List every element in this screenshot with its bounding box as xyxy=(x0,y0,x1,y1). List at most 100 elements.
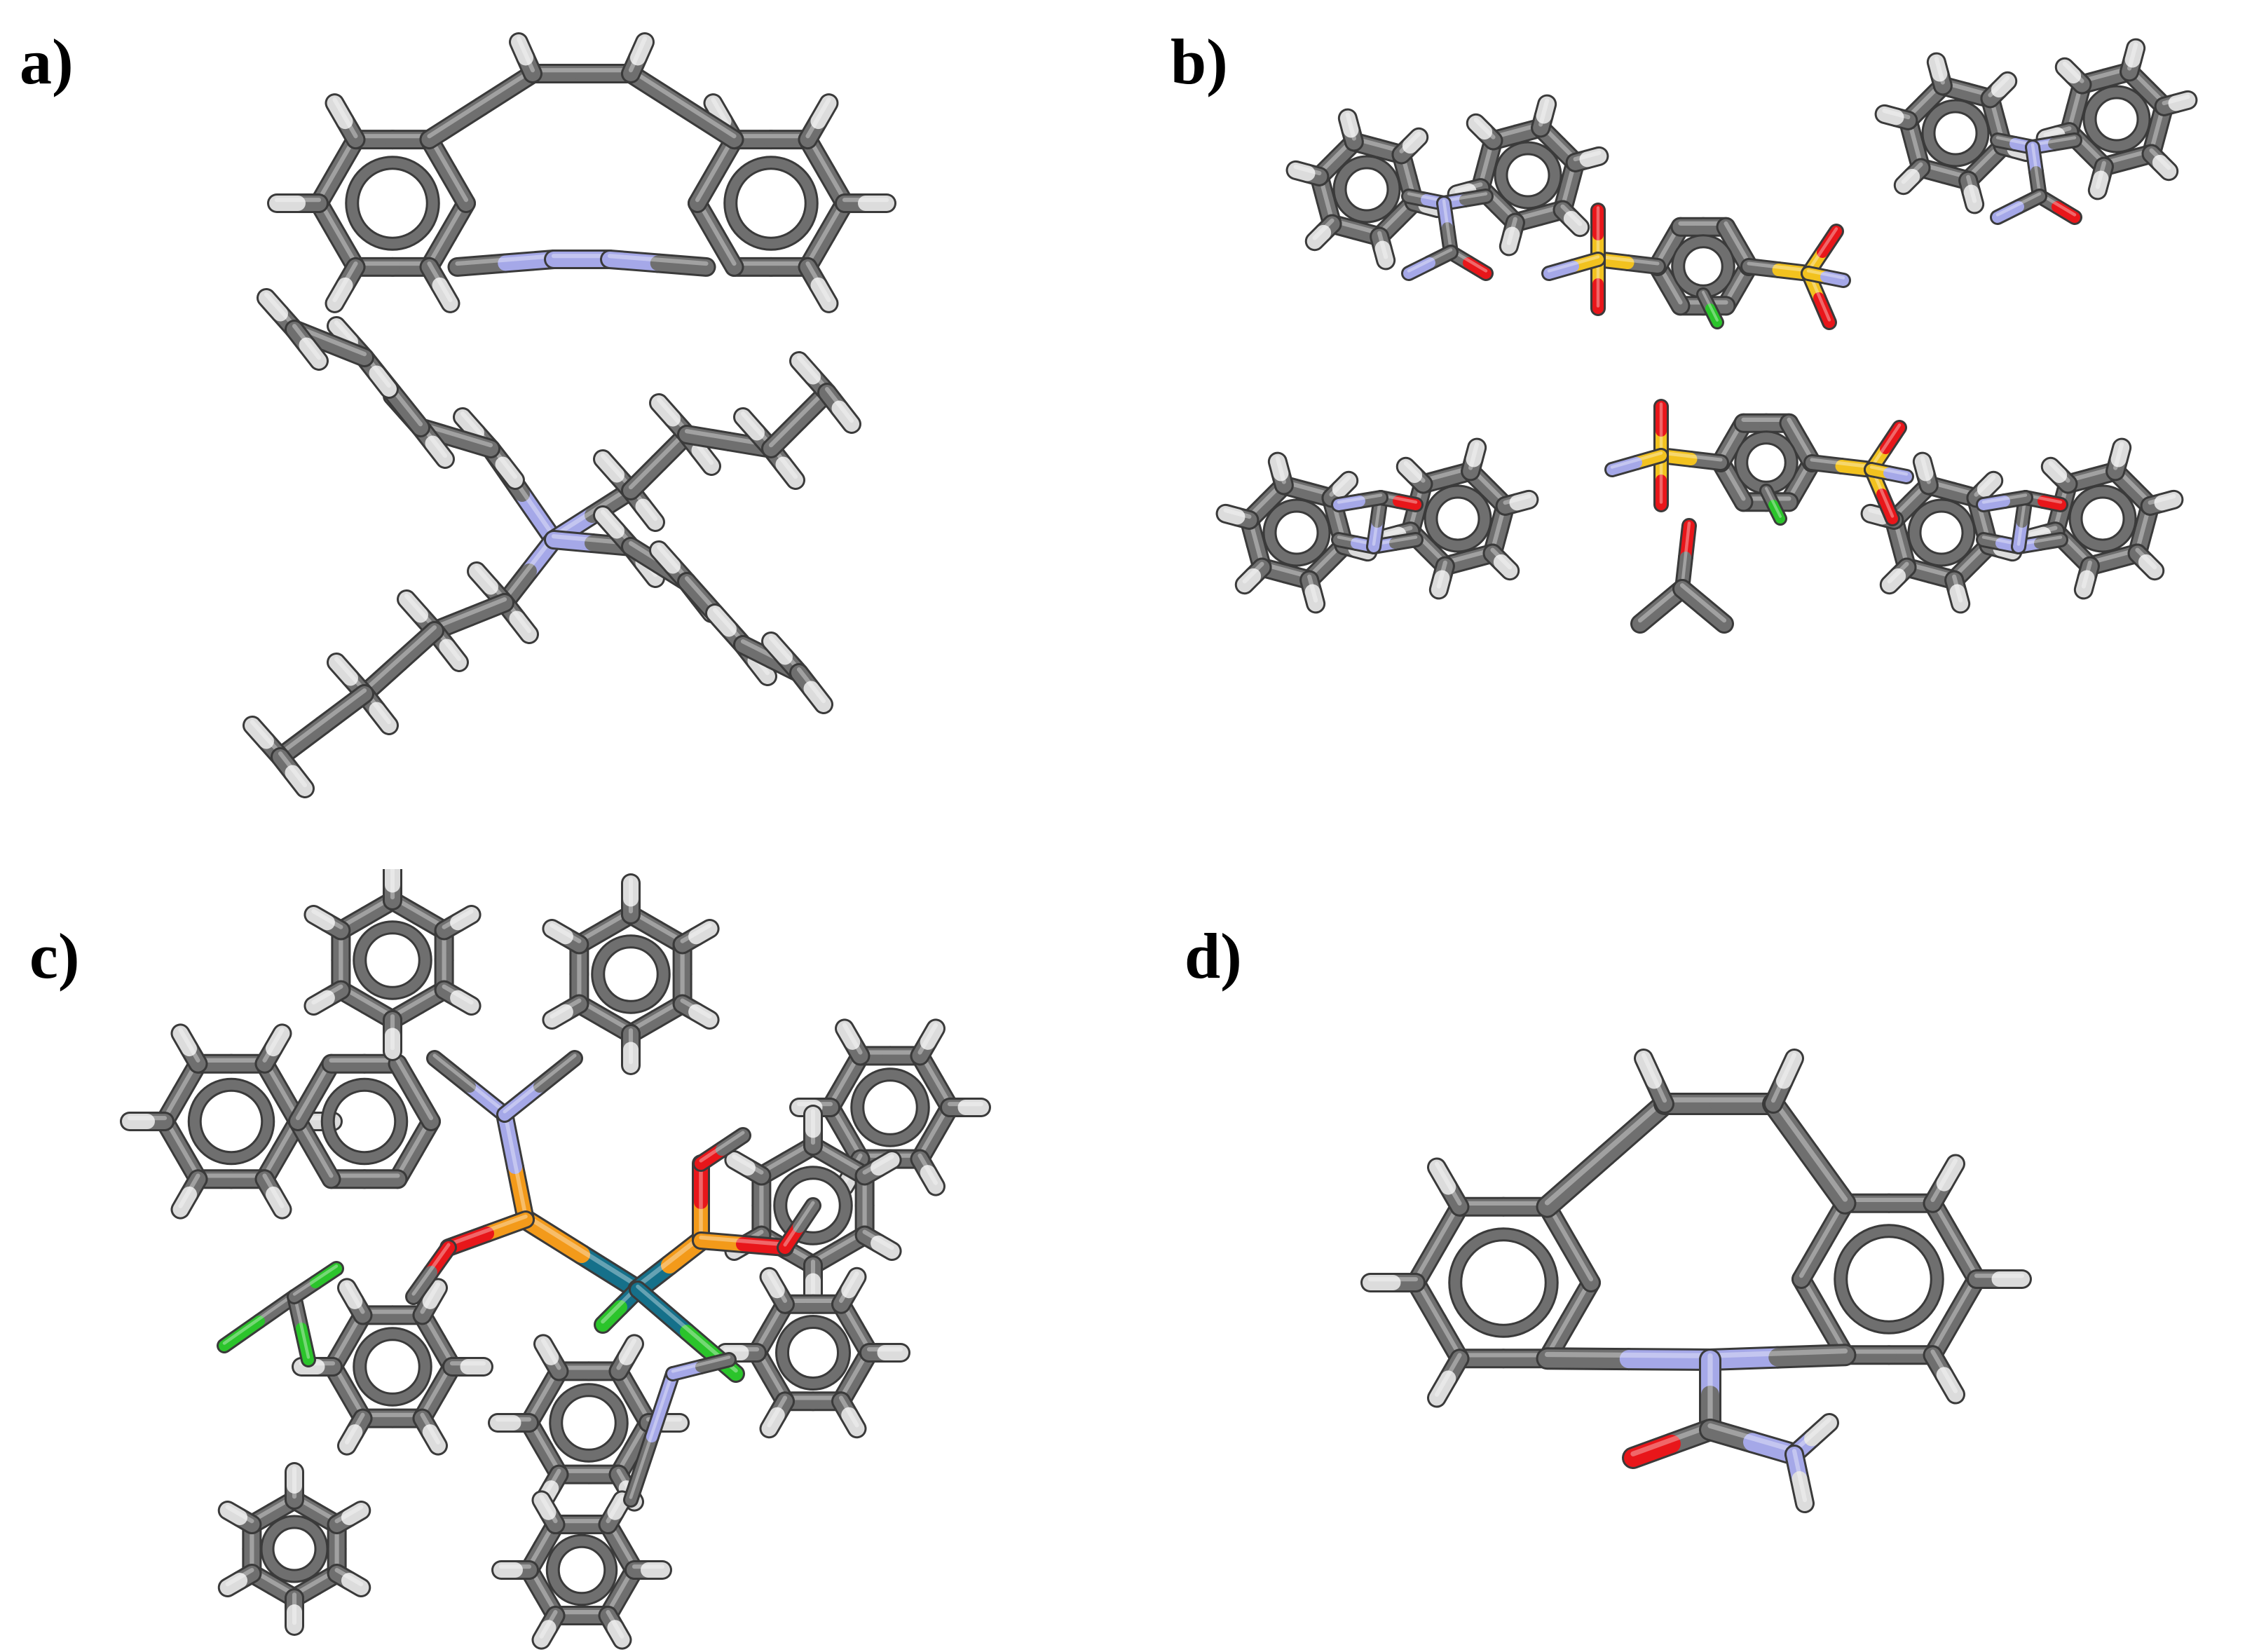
bond xyxy=(1215,503,1260,530)
bond xyxy=(1803,454,1880,478)
bond xyxy=(1299,570,1326,614)
bond xyxy=(798,257,839,313)
bond xyxy=(627,1230,711,1300)
bond xyxy=(1864,462,1914,484)
panel-b-label: b) xyxy=(1170,26,1228,97)
bond xyxy=(488,1413,539,1433)
bond xyxy=(496,1105,535,1229)
bond xyxy=(910,1149,946,1196)
bond xyxy=(1499,212,1525,257)
aromatic-ring-inner xyxy=(593,936,669,1012)
bond xyxy=(542,994,589,1030)
bond xyxy=(1536,1093,1676,1218)
aromatic-ring-inner xyxy=(775,1168,851,1243)
bond xyxy=(940,1098,991,1117)
aromatic-ring-inner xyxy=(1450,1229,1557,1336)
aromatic-ring-inner xyxy=(1496,143,1560,207)
bond xyxy=(321,1053,408,1074)
bond xyxy=(1552,200,1590,238)
bond xyxy=(1541,252,1606,281)
bond xyxy=(491,1560,539,1580)
bond xyxy=(835,193,896,213)
bond xyxy=(271,684,374,767)
bond xyxy=(1699,1344,1857,1371)
aromatic-ring-inner xyxy=(347,158,438,249)
bond xyxy=(621,32,655,83)
bond xyxy=(759,1391,795,1439)
bond xyxy=(1267,451,1294,496)
aromatic-ring-inner xyxy=(2070,486,2135,551)
bond xyxy=(1428,556,1455,600)
bond xyxy=(1653,447,1729,471)
bond xyxy=(859,1343,910,1363)
panel-b: b) xyxy=(1149,0,2266,785)
bond xyxy=(672,994,720,1030)
bond xyxy=(337,1278,373,1325)
bond xyxy=(287,1261,344,1304)
bond xyxy=(1531,94,1557,138)
bond xyxy=(2140,489,2184,516)
bond xyxy=(531,1605,566,1650)
bond xyxy=(692,1127,751,1172)
bond xyxy=(621,64,744,150)
aromatic-ring-inner xyxy=(262,1517,327,1581)
panel-d: d) xyxy=(1149,869,2266,1652)
bond xyxy=(1590,251,1666,275)
bond xyxy=(217,1289,302,1353)
bond xyxy=(388,1053,441,1131)
bond xyxy=(2040,456,2078,494)
aromatic-ring-inner xyxy=(551,1385,627,1461)
bond xyxy=(1449,1349,1557,1369)
bond xyxy=(1401,245,1459,281)
bond xyxy=(1466,113,1503,151)
bond xyxy=(1759,484,1787,526)
metal-complex-c-structure xyxy=(120,869,991,1650)
bond xyxy=(598,1490,632,1535)
bond xyxy=(2073,556,2100,600)
bond xyxy=(831,1267,867,1314)
bond xyxy=(434,980,482,1016)
bond xyxy=(608,1334,644,1381)
bond xyxy=(1801,266,1851,288)
bond xyxy=(1495,489,1539,516)
bond xyxy=(1696,287,1724,329)
bond xyxy=(325,257,366,313)
bond xyxy=(496,1050,583,1123)
crystal-packing-b-structure xyxy=(1215,38,2198,634)
bond xyxy=(2120,38,2146,82)
aromatic-ring-inner xyxy=(1426,486,1490,551)
bond xyxy=(692,1231,794,1257)
bond xyxy=(1395,456,1433,494)
bond xyxy=(1391,127,1429,165)
aromatic-ring-inner xyxy=(547,1536,616,1604)
bond xyxy=(1699,1419,1806,1466)
bond xyxy=(1879,557,1917,595)
bond xyxy=(434,905,482,941)
bond xyxy=(531,1490,566,1535)
bond xyxy=(426,1050,513,1123)
bond xyxy=(327,1501,371,1534)
bond xyxy=(759,1267,795,1314)
bond xyxy=(1980,71,2018,109)
bond xyxy=(1634,1049,1674,1114)
bond xyxy=(1331,490,1388,512)
aromatic-ring-inner xyxy=(777,1317,849,1388)
bond xyxy=(267,193,329,213)
bond xyxy=(217,1564,262,1597)
aromatic-ring-inner xyxy=(725,158,817,249)
bond xyxy=(724,130,818,150)
bond xyxy=(188,1169,275,1189)
aromatic-ring-inner xyxy=(1923,101,1988,165)
bond xyxy=(1923,1154,1965,1213)
bond xyxy=(2054,57,2092,95)
bond xyxy=(854,1225,902,1261)
bond xyxy=(1565,146,1609,172)
bond xyxy=(672,919,720,955)
bond xyxy=(1944,570,1971,614)
aromatic-ring-inner xyxy=(2084,87,2149,151)
bond xyxy=(1653,1093,1784,1115)
bond xyxy=(285,320,329,371)
bond xyxy=(2154,90,2198,116)
bond xyxy=(2141,144,2179,182)
bond xyxy=(1285,160,1330,186)
